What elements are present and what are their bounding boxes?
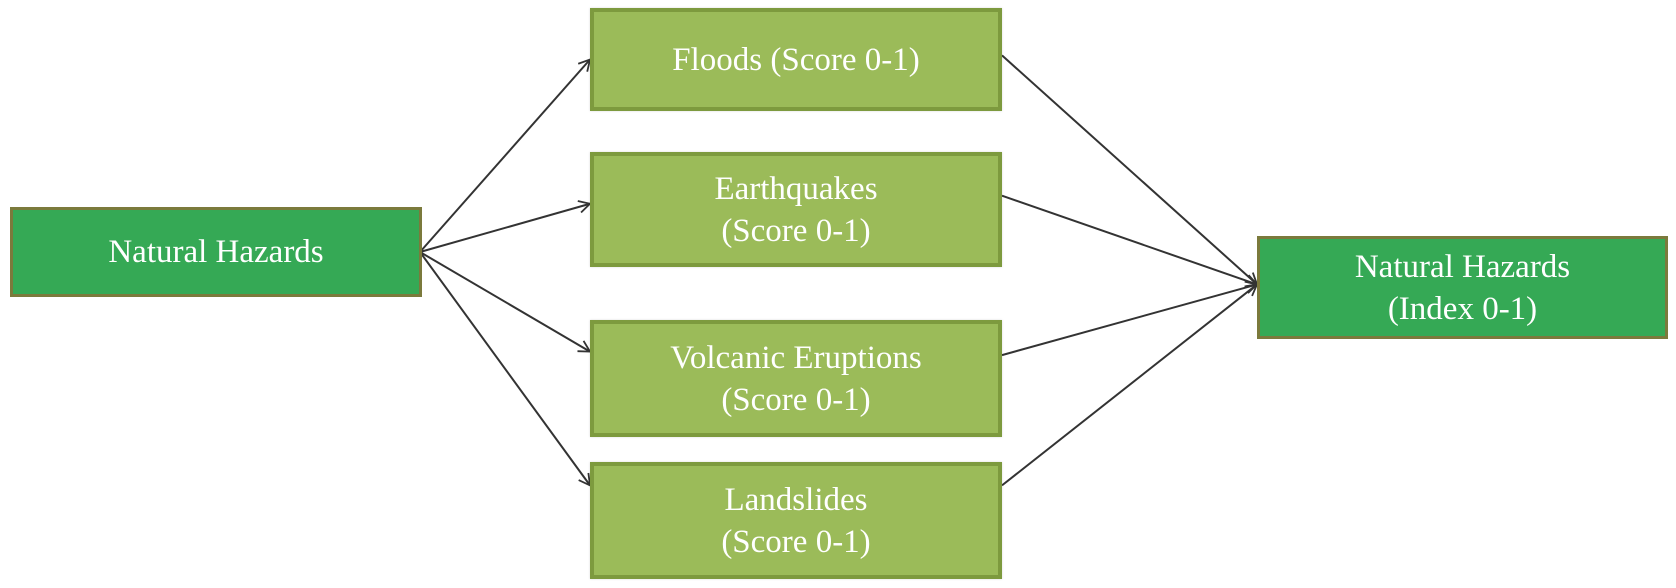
node-label-line: Natural Hazards bbox=[1354, 248, 1571, 285]
source-node-natural-hazards: Natural Hazards bbox=[10, 207, 422, 297]
component-node-earthquakes: Earthquakes (Score 0-1) bbox=[590, 152, 1002, 267]
component-node-volcanic-eruptions: Volcanic Eruptions (Score 0-1) bbox=[590, 320, 1002, 437]
arrow-m2-to-target bbox=[1001, 280, 1259, 357]
node-label-line: (Index 0-1) bbox=[1387, 290, 1538, 327]
arrow-source-to-m1 bbox=[419, 200, 592, 253]
arrow-m0-to-target bbox=[1001, 54, 1259, 286]
arrow-m3-to-target bbox=[1001, 283, 1259, 487]
arrow-source-to-m2 bbox=[419, 251, 592, 353]
node-label-line: Volcanic Eruptions bbox=[670, 339, 922, 376]
node-label-line: Earthquakes bbox=[714, 170, 878, 207]
arrow-m1-to-target bbox=[1001, 194, 1259, 288]
node-label-line: (Score 0-1) bbox=[721, 523, 871, 560]
component-node-landslides: Landslides (Score 0-1) bbox=[590, 462, 1002, 579]
component-node-floods: Floods (Score 0-1) bbox=[590, 8, 1002, 111]
node-label-line: Floods (Score 0-1) bbox=[672, 41, 920, 78]
node-label-line: Landslides bbox=[724, 481, 868, 518]
node-label-line: (Score 0-1) bbox=[721, 212, 871, 249]
node-label-line: Natural Hazards bbox=[108, 234, 324, 270]
arrow-source-to-m0 bbox=[419, 58, 592, 253]
target-node-natural-hazards-index: Natural Hazards (Index 0-1) bbox=[1257, 236, 1668, 339]
node-label-line: (Score 0-1) bbox=[721, 381, 871, 418]
arrow-source-to-m3 bbox=[419, 251, 592, 487]
